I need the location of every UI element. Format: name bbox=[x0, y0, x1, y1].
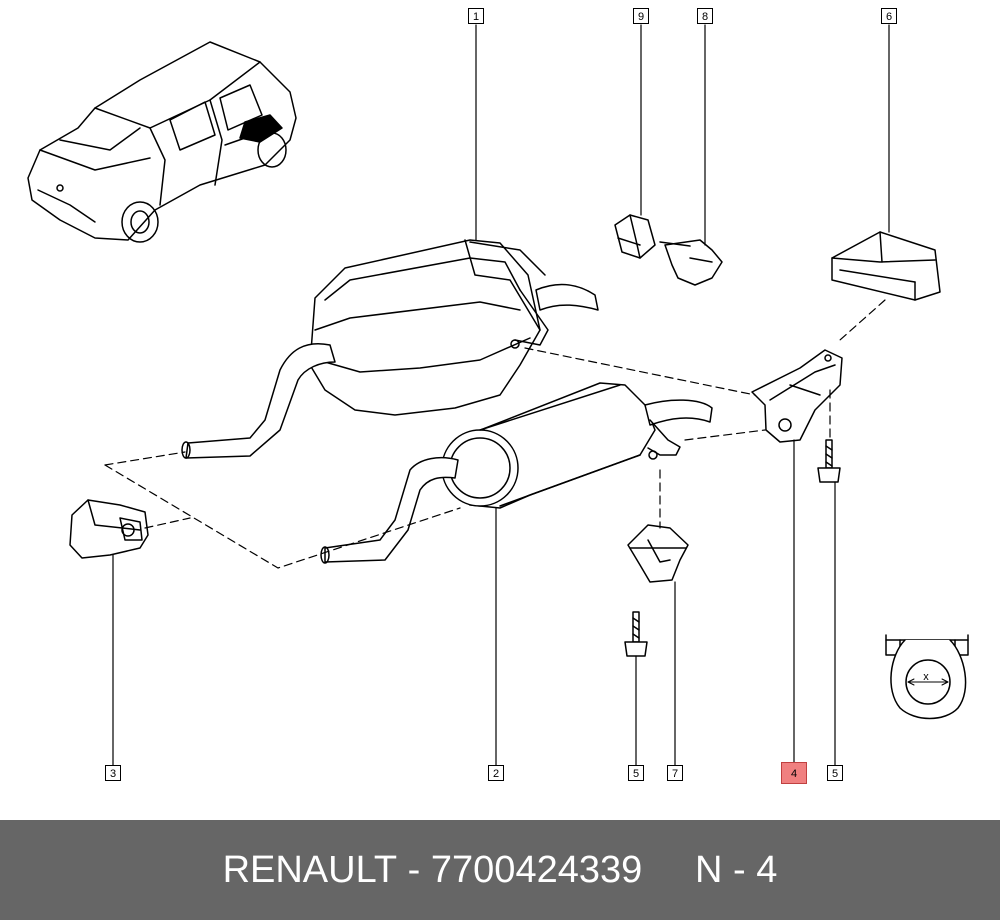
footer-gap bbox=[642, 849, 695, 892]
bolt-part-5b bbox=[817, 439, 841, 483]
callout-5-left: 5 bbox=[628, 765, 644, 781]
inset-dimension-label: x bbox=[923, 671, 929, 683]
part-number: 7700424339 bbox=[430, 848, 643, 891]
callout-2: 2 bbox=[488, 765, 504, 781]
position-reference: N - 4 bbox=[695, 848, 778, 891]
bracket-part-6 bbox=[831, 231, 941, 301]
callout-9: 9 bbox=[633, 8, 649, 24]
callout-6: 6 bbox=[881, 8, 897, 24]
footer-separator: - bbox=[397, 848, 431, 891]
clamp-detail-inset bbox=[885, 634, 969, 720]
brand-name: RENAULT bbox=[222, 848, 398, 891]
callout-4-highlighted: 4 bbox=[781, 762, 807, 784]
callout-5-right: 5 bbox=[827, 765, 843, 781]
main-silencer-part-2 bbox=[320, 382, 713, 564]
bolt-bracket-part-8 bbox=[659, 239, 723, 286]
bracket-part-4 bbox=[751, 349, 843, 443]
callout-7: 7 bbox=[667, 765, 683, 781]
rear-silencer-part-1 bbox=[181, 239, 599, 459]
bolt-part-5a bbox=[624, 611, 648, 657]
leader-lines bbox=[112, 24, 890, 767]
clamp-part-3 bbox=[69, 499, 149, 559]
callout-3: 3 bbox=[105, 765, 121, 781]
hanger-part-7 bbox=[627, 524, 689, 583]
car-illustration bbox=[27, 41, 297, 243]
footer-banner: RENAULT - 7700424339 N - 4 bbox=[0, 820, 1000, 920]
exhaust-parts-diagram: x bbox=[27, 24, 969, 767]
callout-8: 8 bbox=[697, 8, 713, 24]
callout-1: 1 bbox=[468, 8, 484, 24]
rubber-mount-part-9 bbox=[614, 214, 656, 259]
assembly-guide-lines bbox=[104, 299, 886, 569]
